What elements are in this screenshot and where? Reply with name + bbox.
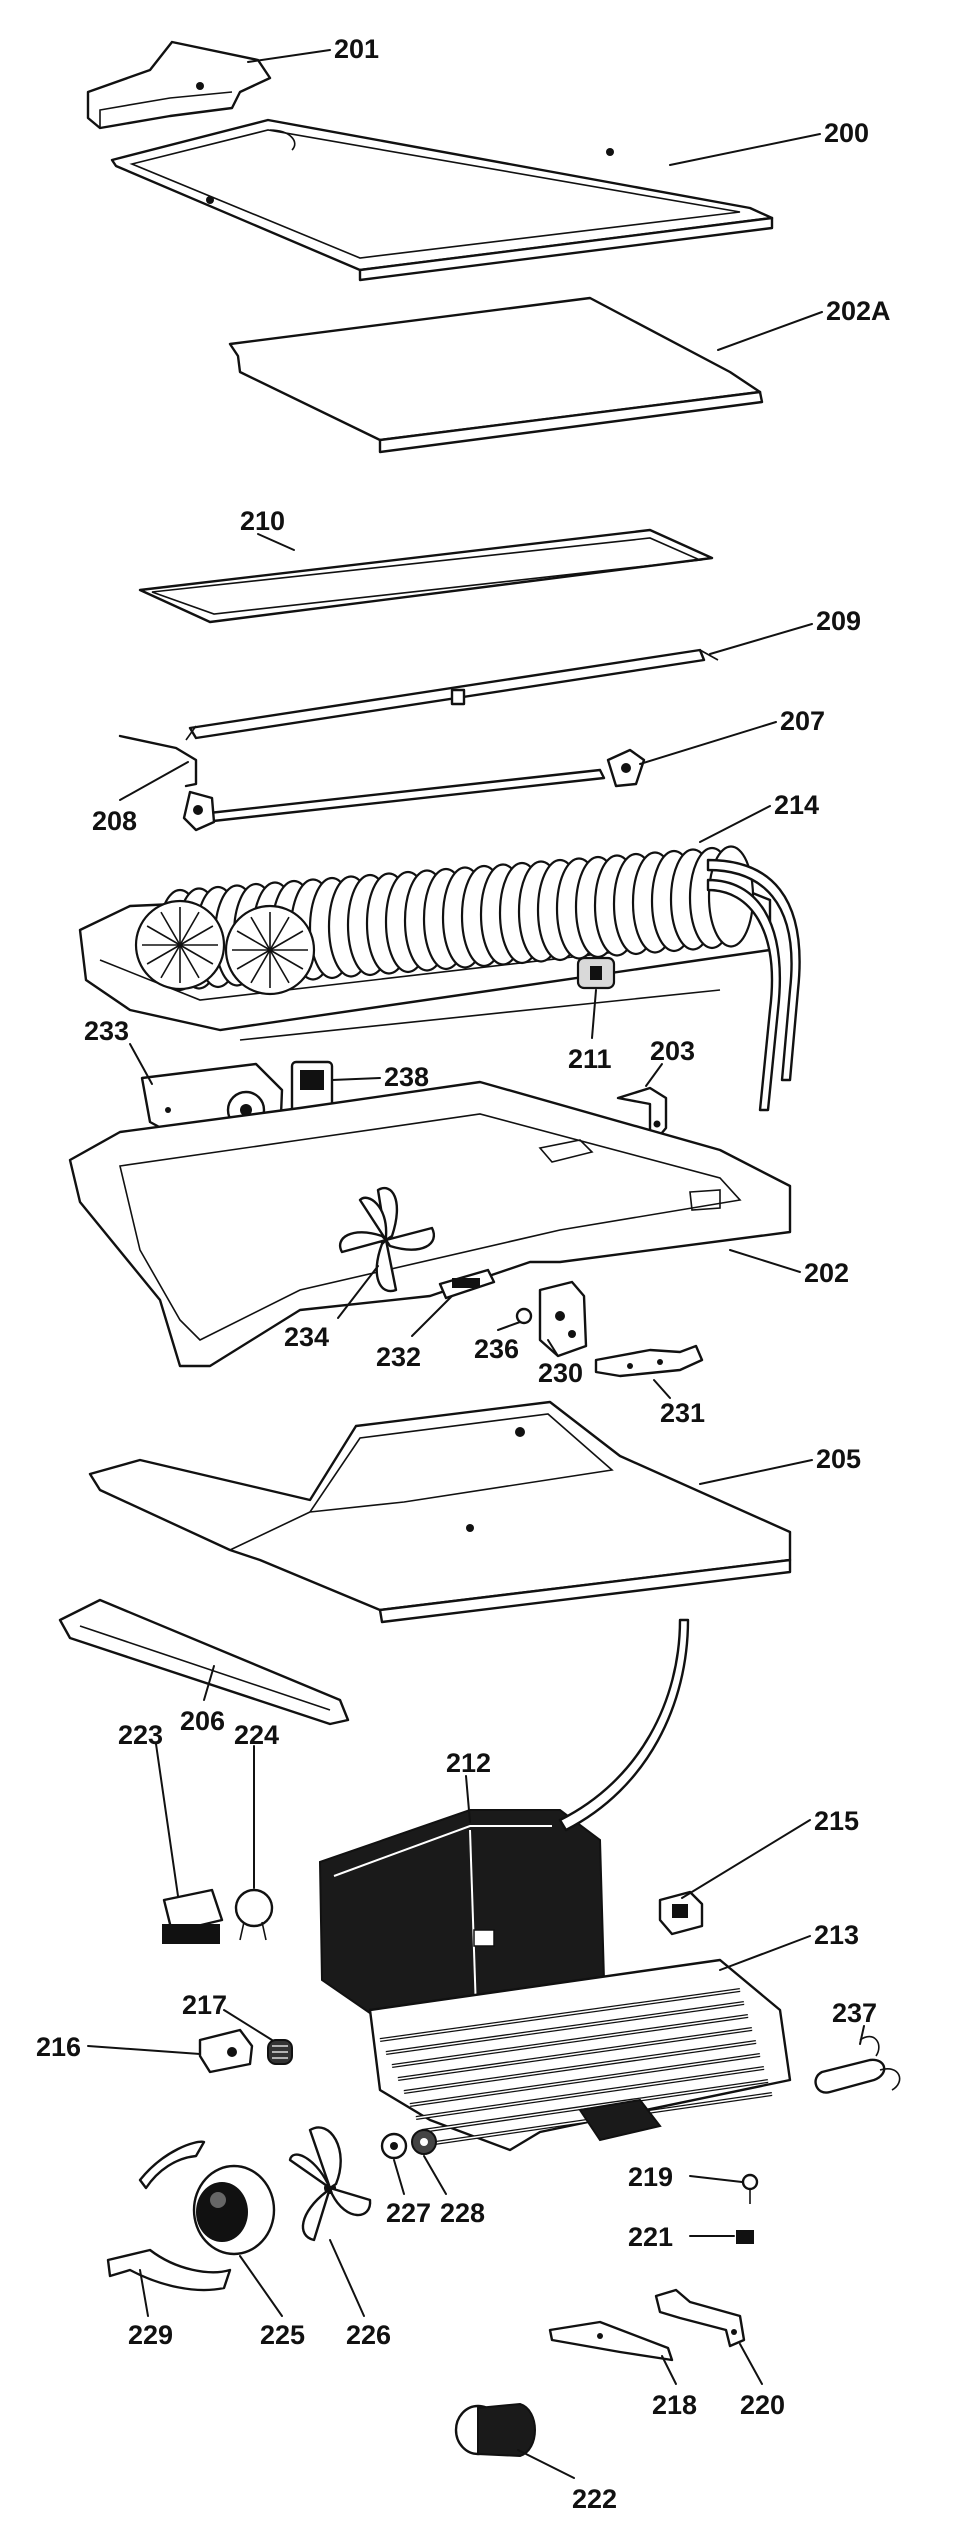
callout-215: 215 (814, 1806, 859, 1836)
callout-214: 214 (774, 790, 819, 820)
callout-216: 216 (36, 2032, 81, 2062)
callout-222: 222 (572, 2484, 617, 2514)
part-215-clip (658, 1890, 704, 1936)
callout-labels: 201 200 202A 210 209 207 208 214 211 203… (36, 34, 891, 2514)
callout-203: 203 (650, 1036, 695, 1066)
part-210-pad (138, 528, 714, 624)
part-225-fan-motor (192, 2164, 276, 2256)
callout-233: 233 (84, 1016, 129, 1046)
part-228-nut (411, 2129, 437, 2155)
callout-202: 202 (804, 1258, 849, 1288)
callout-228: 228 (440, 2198, 485, 2228)
callout-231: 231 (660, 1398, 705, 1428)
part-217-grommet (267, 2039, 293, 2065)
part-202-tray (68, 1080, 792, 1368)
part-231-bracket (594, 1344, 704, 1378)
part-202a-panel (228, 296, 764, 454)
part-213-condenser (368, 1958, 792, 2152)
callout-229: 229 (128, 2320, 173, 2350)
callout-205: 205 (816, 1444, 861, 1474)
callout-210: 210 (240, 506, 285, 536)
part-236-screw (515, 1307, 533, 1325)
part-238-plug (290, 1060, 334, 1116)
callout-220: 220 (740, 2390, 785, 2420)
part-226-condenser-fan (288, 2126, 372, 2242)
callout-207: 207 (780, 706, 825, 736)
part-237-clip (814, 2035, 901, 2094)
part-227-washer (380, 2132, 408, 2160)
callout-200: 200 (824, 118, 869, 148)
part-201-handle (86, 40, 272, 130)
callout-218: 218 (652, 2390, 697, 2420)
callout-209: 209 (816, 606, 861, 636)
callout-213: 213 (814, 1920, 859, 1950)
callout-217: 217 (182, 1990, 227, 2020)
part-222-capacitor (454, 2402, 536, 2458)
part-207-heater (198, 748, 646, 824)
callout-223: 223 (118, 1720, 163, 1750)
callout-236: 236 (474, 1334, 519, 1364)
callout-227: 227 (386, 2198, 431, 2228)
leader-lines (87, 49, 865, 2479)
part-206-rail (58, 1598, 350, 1726)
callout-230: 230 (538, 1358, 583, 1388)
callout-234: 234 (284, 1322, 329, 1352)
part-209-rod (185, 648, 719, 741)
part-230-thermostat (538, 1280, 588, 1358)
part-234-fan-blade (339, 1187, 435, 1293)
callout-225: 225 (260, 2320, 305, 2350)
part-211-clip (576, 956, 616, 990)
callout-208: 208 (92, 806, 137, 836)
callout-212: 212 (446, 1748, 491, 1778)
callout-224: 224 (234, 1720, 279, 1750)
callout-226: 226 (346, 2320, 391, 2350)
callout-221: 221 (628, 2222, 673, 2252)
part-223-relay (162, 1888, 224, 1944)
callout-211: 211 (568, 1044, 612, 1074)
part-220-bracket (654, 2288, 746, 2348)
part-208-terminal (118, 734, 216, 832)
callout-202a: 202A (826, 296, 891, 326)
callout-201: 201 (334, 34, 379, 64)
callout-237: 237 (832, 1998, 877, 2028)
part-216-bracket (198, 2028, 254, 2074)
part-221-nut (736, 2230, 754, 2244)
callout-238: 238 (384, 1062, 429, 1092)
part-200-top-cover (110, 118, 774, 282)
part-219-screw (741, 2173, 759, 2204)
callout-206: 206 (180, 1706, 225, 1736)
callout-232: 232 (376, 1342, 421, 1372)
part-218-bracket (548, 2320, 674, 2362)
callout-219: 219 (628, 2162, 673, 2192)
part-229-shroud (106, 2140, 232, 2292)
part-212-compressor (318, 1618, 690, 2022)
part-232-bracket (438, 1268, 496, 1300)
part-214-evaporator (78, 845, 801, 1112)
part-205-base-tray (88, 1400, 792, 1624)
part-224-overload (234, 1888, 274, 1941)
